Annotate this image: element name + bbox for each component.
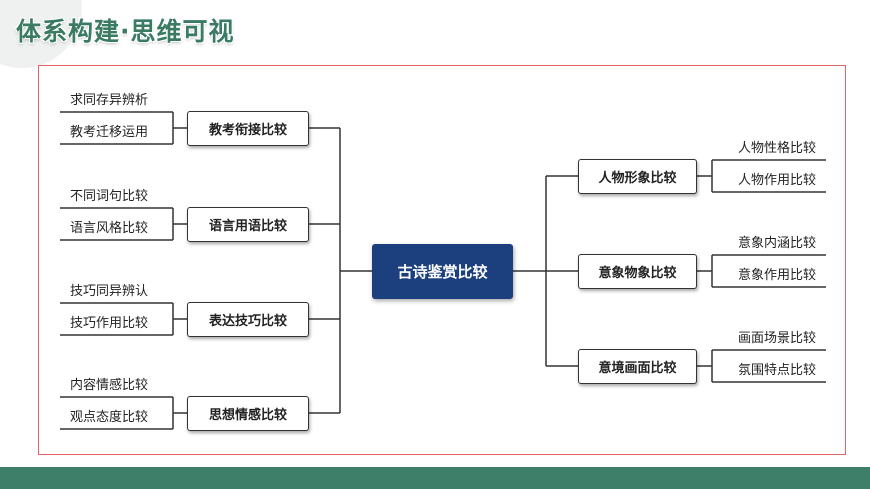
left-trunk-line bbox=[309, 127, 372, 414]
leaf-item: 求同存异辨析 bbox=[70, 93, 149, 108]
leaf-item: 语言风格比较 bbox=[70, 221, 149, 236]
bottom-bar bbox=[0, 467, 870, 489]
leaf-item: 氛围特点比较 bbox=[737, 363, 816, 378]
leaf-item: 意象作用比较 bbox=[737, 268, 816, 283]
right-trunk-line bbox=[513, 175, 578, 367]
leaf-item: 画面场景比较 bbox=[737, 331, 816, 346]
leaf-item: 技巧同异辨认 bbox=[70, 284, 149, 299]
branch-node-yijing: 意境画面比较 bbox=[578, 349, 697, 384]
branch-node-yuyan: 语言用语比较 bbox=[187, 207, 309, 242]
right-bracket-1 bbox=[697, 159, 826, 193]
leaf-item: 意象内涵比较 bbox=[737, 236, 816, 251]
branch-node-yixiang: 意象物象比较 bbox=[578, 254, 697, 289]
branch-node-jiaokao: 教考衔接比较 bbox=[187, 111, 309, 146]
left-bracket-1 bbox=[60, 111, 187, 145]
left-bracket-4 bbox=[60, 396, 187, 430]
leaf-item: 人物作用比较 bbox=[737, 173, 816, 188]
branch-node-biaoda: 表达技巧比较 bbox=[187, 302, 309, 337]
branch-node-sixiang: 思想情感比较 bbox=[187, 396, 309, 431]
right-bracket-3 bbox=[697, 349, 826, 383]
leaf-item: 人物性格比较 bbox=[737, 141, 816, 156]
leaf-item: 内容情感比较 bbox=[70, 378, 149, 393]
page-title: 体系构建·思维可视 bbox=[16, 17, 235, 46]
left-bracket-3 bbox=[60, 302, 187, 336]
branch-node-renwu: 人物形象比较 bbox=[578, 159, 697, 194]
leaf-item: 不同词句比较 bbox=[70, 189, 149, 204]
left-bracket-2 bbox=[60, 207, 187, 241]
right-bracket-2 bbox=[697, 254, 826, 288]
center-node: 古诗鉴赏比较 bbox=[372, 244, 513, 299]
leaf-item: 技巧作用比较 bbox=[70, 316, 149, 331]
leaf-item: 教考迁移运用 bbox=[70, 125, 149, 140]
leaf-item: 观点态度比较 bbox=[70, 410, 149, 425]
